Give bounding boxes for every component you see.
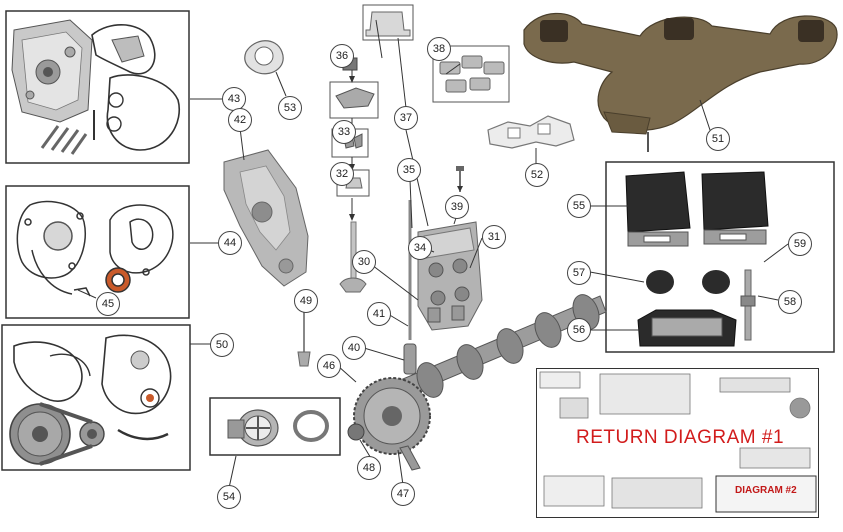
callout-45[interactable]: 45 [96,292,120,316]
callout-51[interactable]: 51 [706,127,730,151]
gasket-set-illustration [16,200,174,297]
pushrod-lifter-illustration [403,200,417,375]
callout-36[interactable]: 36 [330,44,354,68]
callout-52[interactable]: 52 [525,163,549,187]
return-diagram-1-link[interactable]: RETURN DIAGRAM #1 DIAGRAM #2 [536,368,819,518]
callout-48[interactable]: 48 [357,456,381,480]
motor-mounts-illustration [625,171,769,347]
callout-59[interactable]: 59 [788,232,812,256]
return-diagram-label: RETURN DIAGRAM #1 [575,427,785,448]
callout-34[interactable]: 34 [408,236,432,260]
callout-58[interactable]: 58 [778,290,802,314]
gasket-round-illustration [244,40,284,75]
exhaust-manifold-illustration [523,12,838,152]
callout-55[interactable]: 55 [567,194,591,218]
timing-housing-illustration [223,149,309,287]
timing-cover-illustration [11,19,180,155]
camshaft-illustration [371,294,607,409]
callout-41[interactable]: 41 [367,302,391,326]
callout-30[interactable]: 30 [352,250,376,274]
callout-35[interactable]: 35 [397,158,421,182]
callout-56[interactable]: 56 [567,318,591,342]
callout-31[interactable]: 31 [482,225,506,249]
callout-32[interactable]: 32 [330,162,354,186]
manifold-gasket-illustration [487,115,575,149]
callout-38[interactable]: 38 [427,37,451,61]
callout-47[interactable]: 47 [391,482,415,506]
callout-57[interactable]: 57 [567,261,591,285]
rocker-set-illustration [439,55,505,93]
callout-40[interactable]: 40 [342,336,366,360]
callout-43[interactable]: 43 [222,87,246,111]
diagram-2-link[interactable]: DIAGRAM #2 [735,485,797,496]
callout-49[interactable]: 49 [294,289,318,313]
callout-50[interactable]: 50 [210,333,234,357]
thermostat-illustration [227,409,329,447]
callout-53[interactable]: 53 [278,96,302,120]
callout-39[interactable]: 39 [445,195,469,219]
timing-chain-kit-illustration [9,334,172,466]
callout-33[interactable]: 33 [332,120,356,144]
callout-44[interactable]: 44 [218,231,242,255]
return-diagram-thumbnail-art [539,371,817,513]
sensor-illustration [297,310,311,367]
callout-46[interactable]: 46 [317,354,341,378]
cam-sprocket-illustration [347,377,431,471]
cylinder-head-illustration [417,221,483,331]
callout-42[interactable]: 42 [228,108,252,132]
callout-37[interactable]: 37 [394,106,418,130]
callout-54[interactable]: 54 [217,485,241,509]
